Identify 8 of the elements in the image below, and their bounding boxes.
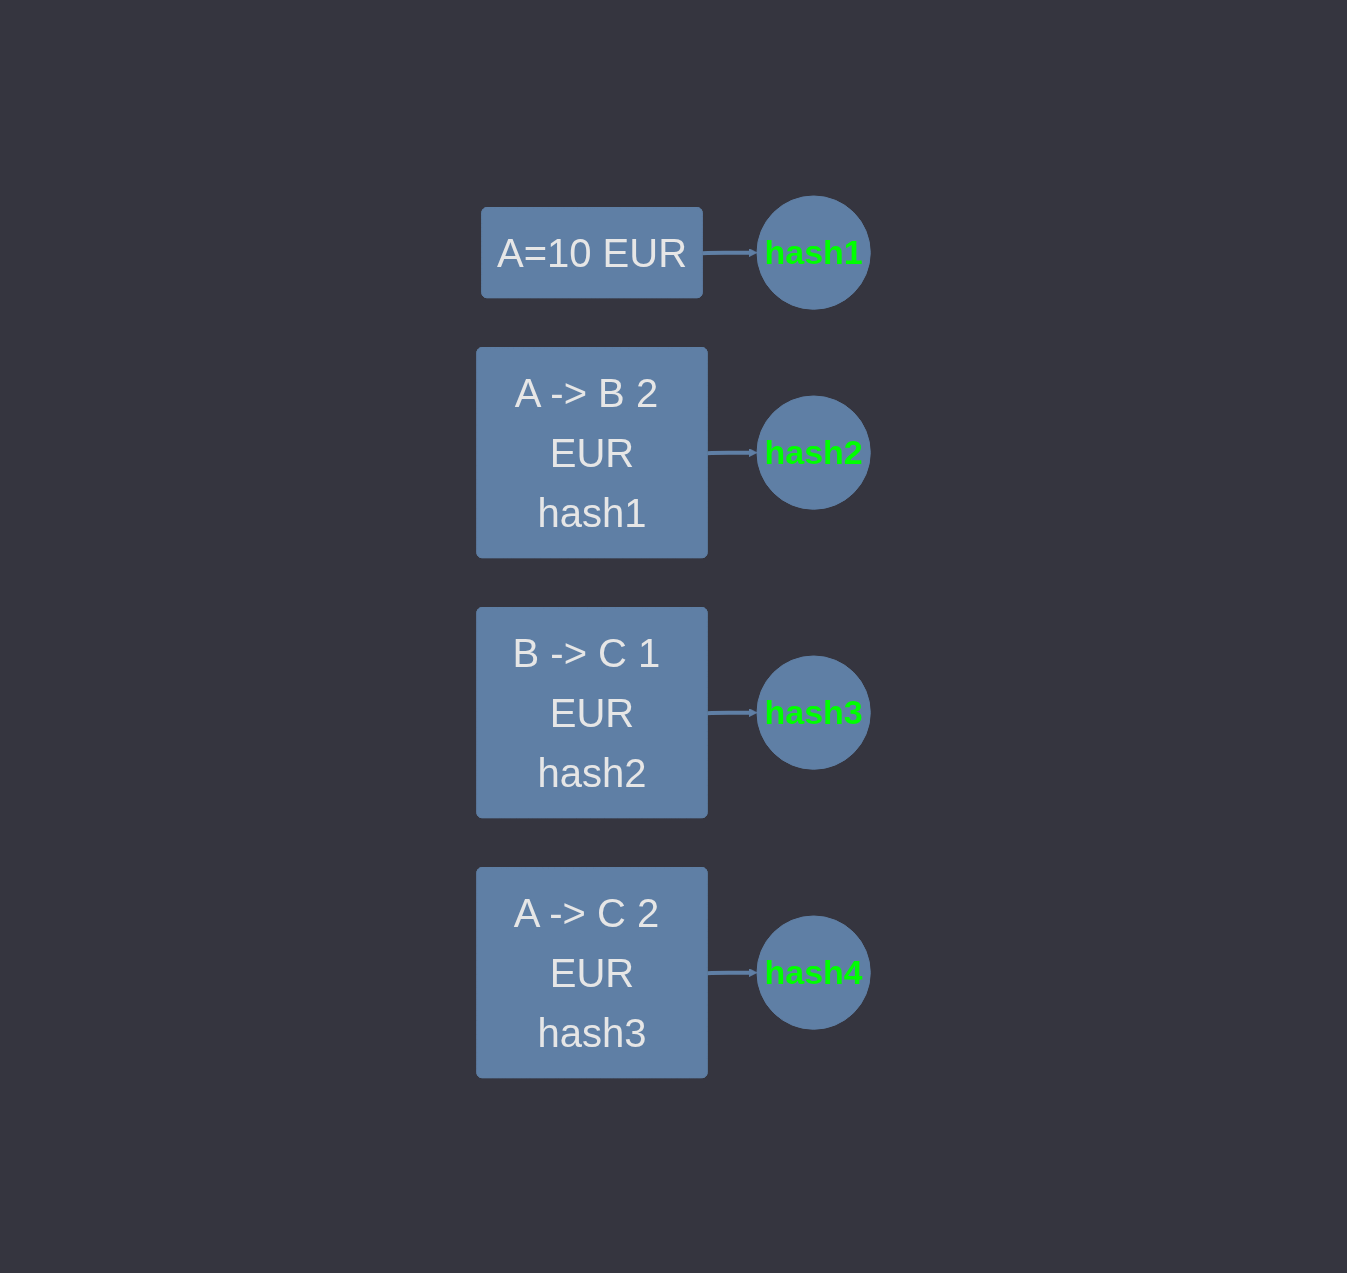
arrow <box>707 447 758 457</box>
node-circle: hash3 <box>756 655 871 770</box>
node-circle: hash1 <box>756 195 871 310</box>
node-circle: hash4 <box>756 915 871 1030</box>
arrow <box>702 247 758 257</box>
arrow <box>707 707 758 717</box>
node-circle: hash2 <box>756 395 871 510</box>
arrow <box>707 967 758 977</box>
